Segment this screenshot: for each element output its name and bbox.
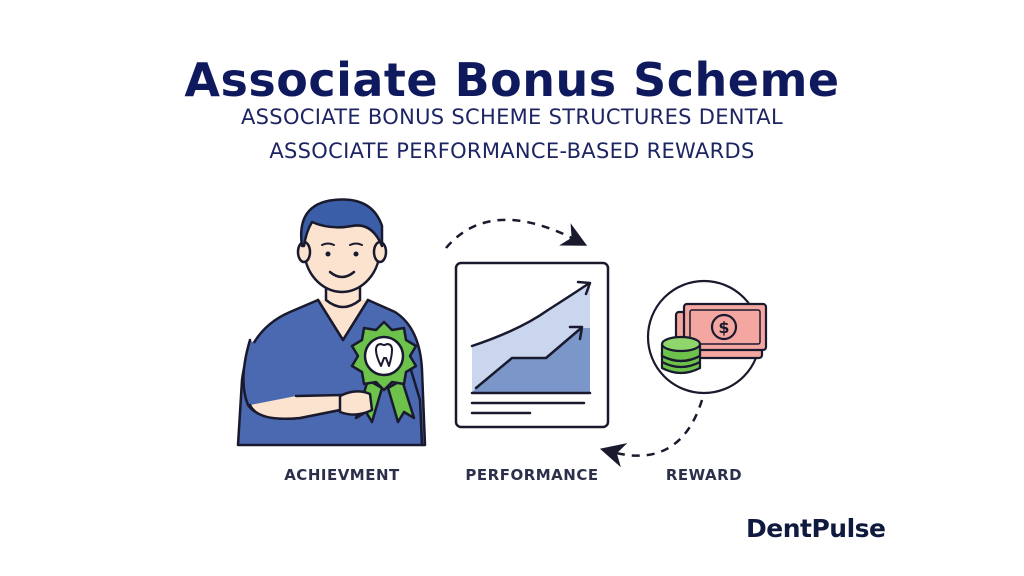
step-label-achievement: ACHIEVMENT <box>284 466 400 484</box>
page-subtitle: ASSOCIATE BONUS SCHEME STRUCTURES DENTAL… <box>0 100 1024 168</box>
page-title: Associate Bonus Scheme <box>184 52 840 107</box>
dashed-arrow-to-performance <box>445 218 588 249</box>
subtitle-line-2: ASSOCIATE PERFORMANCE-BASED REWARDS <box>269 139 755 163</box>
step-label-reward: REWARD <box>665 466 743 484</box>
dentist-with-award-icon <box>236 198 427 447</box>
step-label-performance: PERFORMANCE <box>465 466 599 484</box>
growth-chart-icon <box>454 261 610 429</box>
dashed-arrow-to-performance-bottom <box>599 399 704 468</box>
svg-text:$: $ <box>718 318 729 337</box>
subtitle-line-1: ASSOCIATE BONUS SCHEME STRUCTURES DENTAL <box>241 105 783 129</box>
dentpulse-logo: DentPulse <box>746 514 886 543</box>
cash-and-coins-icon: $ <box>646 279 768 395</box>
